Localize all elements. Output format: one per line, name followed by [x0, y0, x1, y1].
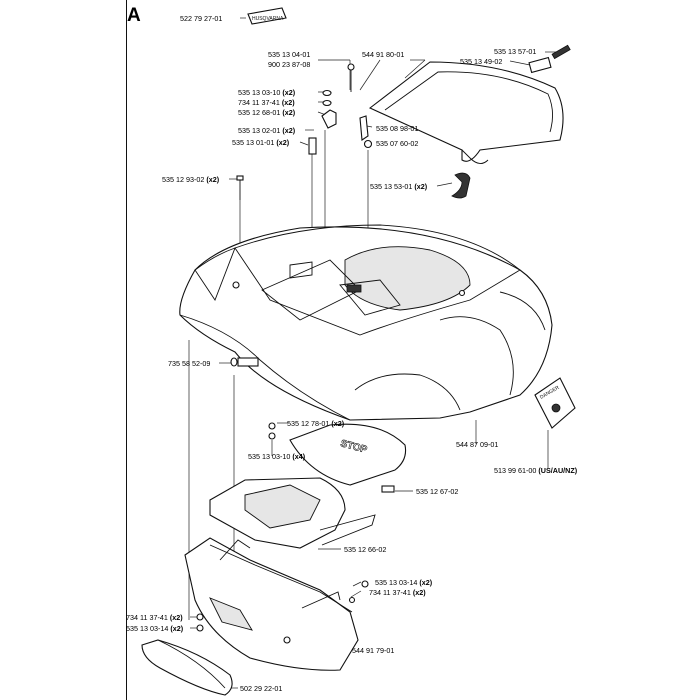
part-label-535-12-67-02: 535 12 67-02 [416, 487, 459, 496]
part-label-522-79-27-01: 522 79 27-01 [180, 14, 223, 23]
part-label-535-13-03-14-b: 535 13 03-14 (x2) [126, 624, 184, 633]
part-label-734-11-37-41: 734 11 37-41 (x2) [238, 98, 295, 107]
part-label-535-13-49-02: 535 13 49-02 [460, 57, 503, 66]
pin-hardware [236, 63, 373, 200]
part-label-535-13-53-01: 535 13 53-01 (x2) [370, 182, 428, 191]
part-label-535-13-03-14: 535 13 03-14 (x2) [375, 578, 433, 587]
part-label-734-11-37-41-b: 734 11 37-41 (x2) [369, 588, 426, 597]
hook-part [451, 172, 471, 199]
part-label-535-13-04-01: 535 13 04-01 [268, 50, 311, 59]
part-label-544-91-79-01: 544 91 79-01 [352, 646, 395, 655]
display-housing-part [209, 477, 376, 549]
main-body-shell-part [179, 224, 553, 421]
part-label-900-23-87-08: 900 23 87-08 [268, 60, 311, 69]
small-lever-part [528, 44, 571, 74]
handle-part [141, 639, 233, 696]
part-label-535-13-03-10: 535 13 03-10 (x2) [238, 88, 296, 97]
section-letter: A [127, 5, 141, 26]
part-label-535-12-78-01: 535 12 78-01 (x2) [287, 419, 345, 428]
danger-decal-part: DANGER [534, 377, 576, 429]
part-label-535-12-93-02: 535 12 93-02 (x2) [162, 175, 220, 184]
part-label-535-13-02-01: 535 13 02-01 (x2) [238, 126, 296, 135]
brand-plate-part: HUSQVARNA [247, 7, 287, 25]
part-label-535-13-01-01: 535 13 01-01 (x2) [232, 138, 290, 147]
part-label-734-11-37-41-c: 734 11 37-41 (x2) [126, 613, 183, 622]
part-label-544-87-09-01: 544 87 09-01 [456, 440, 499, 449]
part-label-544-91-80-01: 544 91 80-01 [362, 50, 405, 59]
part-label-535-08-98-01: 535 08 98-01 [376, 124, 419, 133]
part-label-535-13-57-01: 535 13 57-01 [494, 47, 537, 56]
part-label-535-12-68-01: 535 12 68-01 (x2) [238, 108, 296, 117]
part-label-535-07-60-02: 535 07 60-02 [376, 139, 419, 148]
part-label-735-58-52-09: 735 58 52-09 [168, 359, 211, 368]
part-label-502-29-22-01: 502 29 22-01 [240, 684, 283, 693]
part-label-535-13-03-10-b: 535 13 03-10 (x4) [248, 452, 306, 461]
hatch-cover-part [368, 61, 564, 164]
part-label-513-99-61-00: 513 99 61-00 (US/AU/NZ) [494, 466, 578, 475]
svg-text:HUSQVARNA: HUSQVARNA [252, 16, 284, 22]
frame-border [126, 0, 127, 700]
stop-panel-part: STOP [268, 422, 407, 493]
part-label-535-12-66-02: 535 12 66-02 [344, 545, 387, 554]
front-bumper-part [184, 537, 369, 671]
bracket-part [230, 357, 259, 367]
